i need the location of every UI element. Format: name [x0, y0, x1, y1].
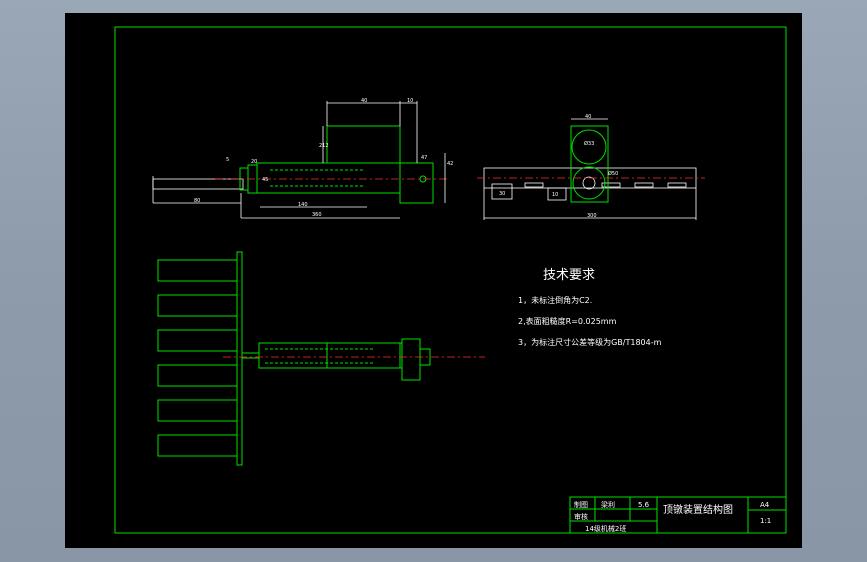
top-rod-1 [157, 259, 238, 282]
top-rod-4 [157, 364, 238, 387]
dim-d33: Ø33 [584, 140, 594, 147]
tb-class: 14级机械2班 [585, 524, 626, 533]
top-screw-body [258, 342, 403, 369]
tech-req-title: 技术要求 [543, 268, 595, 283]
dim-80: 80 [194, 198, 200, 204]
front-end-housing [399, 162, 434, 204]
tech-req-item-1: 1，未标注倒角为C2. [518, 295, 592, 305]
dim-d50: Ø50 [608, 170, 618, 177]
top-rod-5 [157, 399, 238, 422]
side-slot-2 [601, 182, 621, 188]
front-view: 40 10 212 5 20 45 47 42 140 360 80 [152, 98, 453, 219]
dim-40-top: 40 [361, 98, 367, 104]
front-screw-body [256, 162, 401, 194]
top-cylinder [326, 342, 401, 369]
dim-42: 42 [447, 161, 453, 167]
top-rod-3 [157, 329, 238, 352]
side-slot-3 [634, 182, 654, 188]
front-cylinder-block [326, 125, 401, 164]
tb-drawing-title: 顶镦装置结构图 [663, 503, 733, 516]
inner-border-frame [114, 26, 787, 534]
dim-30: 30 [499, 191, 505, 197]
side-foot-center [547, 187, 567, 201]
cad-drawing-canvas: 40 10 212 5 20 45 47 42 140 360 80 4 [114, 26, 787, 534]
side-foot-left [491, 183, 513, 200]
dim-10: 10 [407, 98, 413, 104]
front-rod [152, 178, 244, 190]
side-pin [582, 176, 596, 190]
tb-designer-name: 梁利 [601, 500, 615, 509]
tb-checker-label: 审核 [574, 512, 588, 521]
tb-size: A4 [760, 501, 770, 509]
technical-requirements: 技术要求 1，未标注倒角为C2. 2,表面粗糙度R=0.025mm 3，为标注尺… [518, 268, 662, 347]
dim-5: 5 [226, 157, 229, 163]
tb-scale: 1:1 [760, 517, 771, 525]
dim-360: 360 [312, 212, 322, 218]
top-plate [236, 251, 243, 466]
side-top-circle [571, 129, 607, 165]
dim-47: 47 [421, 155, 427, 161]
side-bottom-circle [572, 166, 606, 200]
drawing-sheet: 40 10 212 5 20 45 47 42 140 360 80 4 [65, 13, 802, 548]
top-rod-2 [157, 294, 238, 317]
side-slot-4 [667, 182, 687, 188]
top-end-housing [401, 338, 421, 381]
title-block: 制图 梁利 5.6 审核 14级机械2班 顶镦装置结构图 A4 1:1 [569, 496, 787, 534]
side-view: 40 Ø33 Ø50 300 10 30 [477, 114, 705, 220]
tb-quantity: 5.6 [638, 501, 650, 509]
dim-40-right: 40 [585, 114, 591, 120]
dim-20: 20 [251, 159, 257, 165]
dim-212: 212 [319, 143, 329, 149]
dim-45: 45 [262, 177, 268, 183]
side-upright [570, 125, 609, 203]
dim-300: 300 [587, 213, 597, 219]
tech-req-item-2: 2,表面粗糙度R=0.025mm [518, 316, 617, 326]
dim-10b: 10 [552, 192, 558, 198]
side-slot-1 [524, 182, 544, 188]
top-rod-6 [157, 434, 238, 457]
dim-140: 140 [298, 202, 308, 208]
top-view [157, 251, 485, 466]
tb-designer-label: 制图 [574, 500, 588, 509]
tech-req-item-3: 3，为标注尺寸公差等级为GB/T1804-m [518, 337, 662, 347]
